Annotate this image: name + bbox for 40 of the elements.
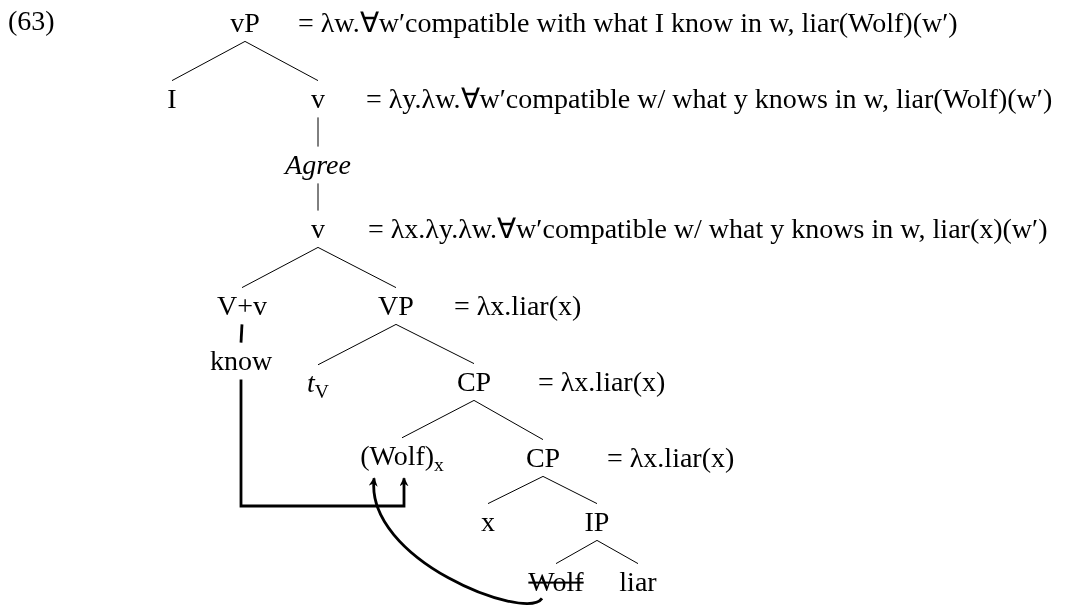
tree-branch	[596, 539, 639, 565]
tree-node-label: t$_{V}$	[307, 367, 329, 403]
tree-node-label: liar	[619, 566, 657, 598]
semantic-denotation: = λx.liar(x)	[607, 442, 735, 474]
tree-branch	[317, 116, 319, 148]
tree-branch	[239, 324, 244, 343]
tree-node-label: V+v	[217, 290, 267, 322]
semantic-denotation: = λx.liar(x)	[538, 366, 666, 398]
tree-branch	[244, 40, 319, 82]
deleted-word: Wolf	[528, 566, 584, 598]
example-number: (63)	[8, 6, 55, 37]
tree-branch	[317, 323, 397, 366]
semantic-denotation: = λx.liar(x)	[454, 290, 582, 322]
tree-node-label: know	[209, 345, 273, 377]
tree-node-label: (Wolf)$_{x}$	[360, 440, 444, 476]
tree-branch	[555, 539, 598, 565]
tree-branch	[487, 475, 544, 505]
tree-branch	[542, 475, 598, 505]
tree-node-label: v	[311, 213, 325, 245]
tree-branch	[401, 399, 475, 439]
tree-node-label: x	[481, 506, 495, 538]
semantic-denotation: = λx.λy.λw.∀w′compatible w/ what y knows in w, liar(x)(w′)	[368, 213, 1048, 245]
tree-node-label: IP	[584, 506, 610, 538]
movement-arrow	[370, 477, 543, 605]
tree-node-label: CP	[525, 442, 561, 474]
tree-branch	[317, 182, 319, 212]
tree-branch	[241, 246, 319, 289]
semantic-denotation: = λw.∀w′compatible with what I know in w, liar(Wolf)(w′)	[298, 7, 958, 39]
tree-node-label: CP	[456, 366, 492, 398]
tree-node-label: I	[167, 83, 177, 115]
tree-node-label: VP	[378, 290, 414, 322]
tree-branch	[317, 246, 397, 289]
tree-branch	[171, 40, 246, 82]
tree-node-label: v	[311, 83, 325, 115]
semantic-denotation: = λy.λw.∀w′compatible w/ what y knows in w, liar(Wolf)(w′)	[366, 83, 1053, 115]
movement-arrow	[239, 379, 409, 508]
tree-node-label: vP	[230, 7, 260, 39]
tree-branch	[395, 323, 475, 365]
tree-branch	[473, 399, 544, 441]
feature-label: Agree	[285, 149, 351, 181]
